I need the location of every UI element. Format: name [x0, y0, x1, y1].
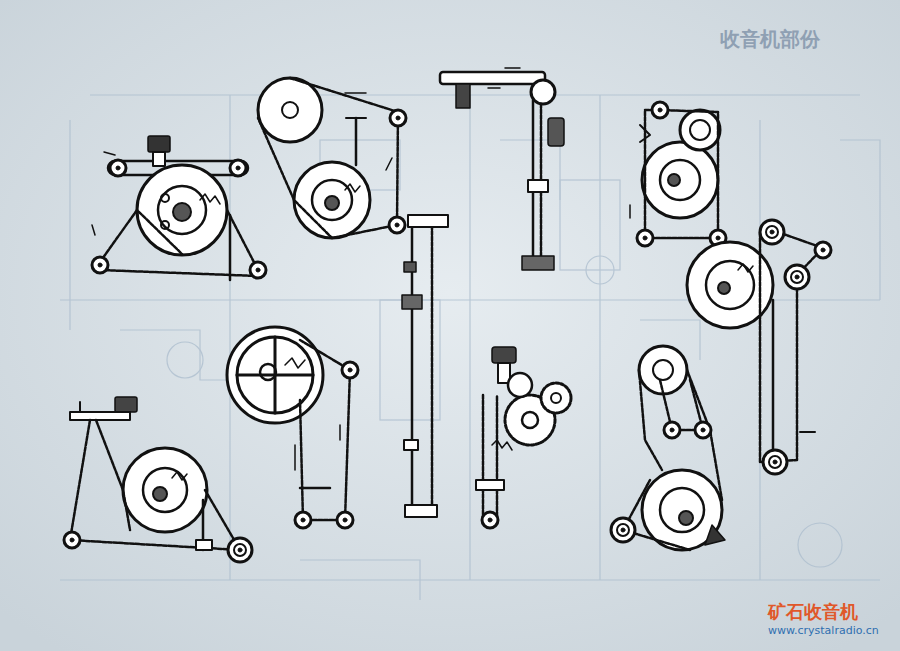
watermark-title: 矿石收音机	[768, 600, 858, 624]
watermark-url: www.crystalradio.cn	[768, 624, 879, 637]
section-heading: 收音机部份	[720, 26, 820, 53]
